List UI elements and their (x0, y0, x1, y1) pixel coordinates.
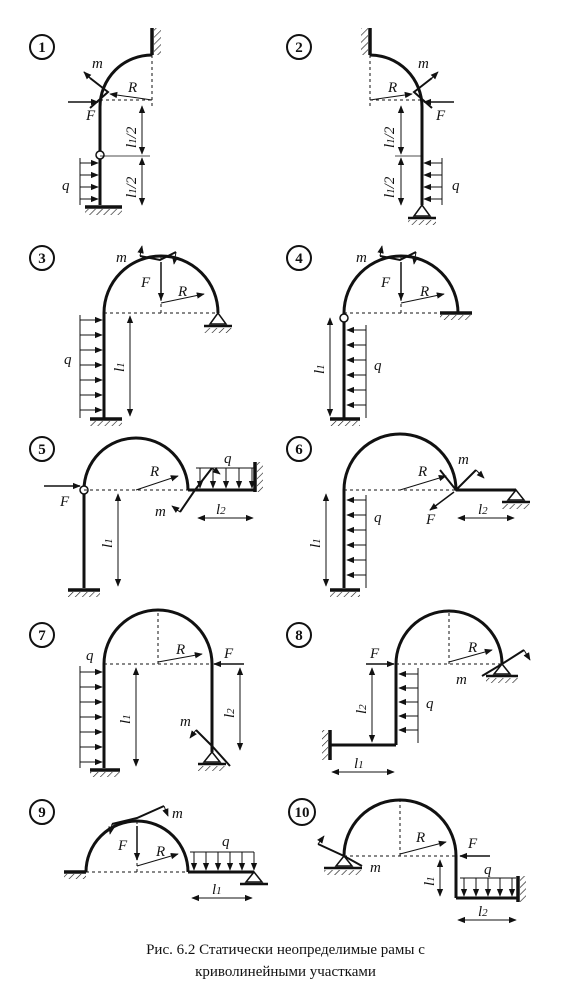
svg-text:l2: l2 (478, 904, 488, 920)
svg-text:q: q (224, 451, 232, 467)
svg-text:m: m (116, 250, 127, 266)
svg-text:q: q (484, 862, 492, 878)
svg-text:m: m (456, 672, 467, 688)
svg-text:F: F (467, 836, 478, 852)
svg-text:m: m (418, 56, 429, 72)
frame-3: 3 R F m q (29, 245, 232, 426)
svg-text:l1/2: l1/2 (124, 126, 140, 148)
label-R: R (127, 80, 137, 96)
frame-number-badge: 10 (288, 798, 316, 826)
frame-5: 5 R F m q l2 l1 (29, 436, 263, 597)
svg-text:l2: l2 (478, 502, 488, 518)
svg-text:10: 10 (295, 805, 310, 821)
svg-text:l2: l2 (216, 502, 226, 518)
svg-text:9: 9 (38, 805, 46, 821)
svg-text:l1: l1 (212, 882, 222, 898)
svg-text:q: q (374, 510, 382, 526)
svg-text:R: R (387, 80, 397, 96)
frame-9: 9 R F m q l1 (29, 799, 268, 902)
svg-text:l1: l1 (118, 714, 134, 724)
svg-text:5: 5 (38, 442, 46, 458)
svg-text:l1: l1 (112, 362, 128, 372)
frame-1: 1 R F m q (29, 28, 161, 215)
frame-number-badge: 4 (286, 245, 312, 271)
svg-text:R: R (177, 284, 187, 300)
svg-text:l1/2: l1/2 (124, 176, 140, 198)
svg-text:2: 2 (295, 40, 303, 56)
svg-text:R: R (175, 642, 185, 658)
svg-text:q: q (374, 358, 382, 374)
svg-text:F: F (435, 108, 446, 124)
frame-8: 8 R m F q l2 l1 (286, 609, 531, 776)
svg-text:3: 3 (38, 251, 46, 267)
svg-text:8: 8 (295, 628, 303, 644)
svg-text:R: R (417, 464, 427, 480)
svg-text:l1/2: l1/2 (382, 176, 398, 198)
svg-text:F: F (140, 275, 151, 291)
frame-number-badge: 5 (29, 436, 55, 462)
frame-number-badge: 9 (29, 799, 55, 825)
svg-text:m: m (356, 250, 367, 266)
frame-7: 7 R F m q l1 (29, 608, 244, 777)
svg-text:F: F (117, 838, 128, 854)
svg-text:R: R (155, 844, 165, 860)
support-hatch (154, 28, 161, 55)
svg-text:q: q (426, 696, 434, 712)
svg-text:R: R (419, 284, 429, 300)
radius-arrow (109, 91, 153, 101)
label-q: q (62, 178, 70, 194)
svg-text:l1/2: l1/2 (382, 126, 398, 148)
svg-text:6: 6 (295, 442, 303, 458)
svg-text:l1: l1 (100, 538, 116, 548)
svg-text:l1: l1 (354, 756, 364, 772)
svg-text:R: R (149, 464, 159, 480)
svg-text:F: F (223, 646, 234, 662)
svg-text:q: q (86, 648, 94, 664)
svg-text:R: R (467, 640, 477, 656)
svg-text:m: m (172, 806, 183, 822)
svg-text:m: m (180, 714, 191, 730)
frame-number-badge: 6 (286, 436, 312, 462)
svg-text:F: F (369, 646, 380, 662)
svg-text:q: q (222, 834, 230, 850)
svg-text:l2: l2 (222, 708, 238, 718)
frame-number-badge: 7 (29, 622, 55, 648)
frame-number-badge: 3 (29, 245, 55, 271)
svg-text:l1: l1 (422, 876, 438, 886)
frame-number-badge: 1 (29, 34, 55, 60)
frame-number-badge: 2 (286, 34, 312, 60)
svg-text:F: F (425, 512, 436, 528)
svg-text:F: F (59, 494, 70, 510)
svg-text:l1: l1 (308, 538, 324, 548)
label-F: F (85, 108, 96, 124)
svg-text:l2: l2 (354, 704, 370, 714)
svg-text:4: 4 (295, 251, 303, 267)
svg-text:m: m (458, 452, 469, 468)
frame-6: 6 R m F q l2 l1 (286, 432, 530, 597)
svg-text:l1: l1 (312, 364, 328, 374)
frame-2: 2 R F m q l1/2 l1/2 (286, 28, 460, 225)
distributed-load-q (79, 158, 99, 205)
svg-text:7: 7 (38, 628, 46, 644)
frame-number: 1 (38, 40, 46, 56)
svg-text:m: m (155, 504, 166, 520)
svg-text:R: R (415, 830, 425, 846)
svg-text:q: q (452, 178, 460, 194)
svg-text:F: F (380, 275, 391, 291)
moment-symbol (89, 77, 110, 109)
figure-caption-line-2: криволинейными участками (195, 964, 376, 980)
frame-10: 10 R m F q l1 l2 (288, 798, 526, 924)
figure-caption-line-1: Рис. 6.2 Статически неопределимые рамы с (146, 942, 425, 958)
frame-4: 4 R F m q l1 (286, 245, 472, 426)
svg-text:q: q (64, 352, 72, 368)
label-m: m (92, 56, 103, 72)
hinge (95, 150, 105, 160)
frame-number-badge: 8 (286, 622, 312, 648)
svg-text:m: m (370, 860, 381, 876)
